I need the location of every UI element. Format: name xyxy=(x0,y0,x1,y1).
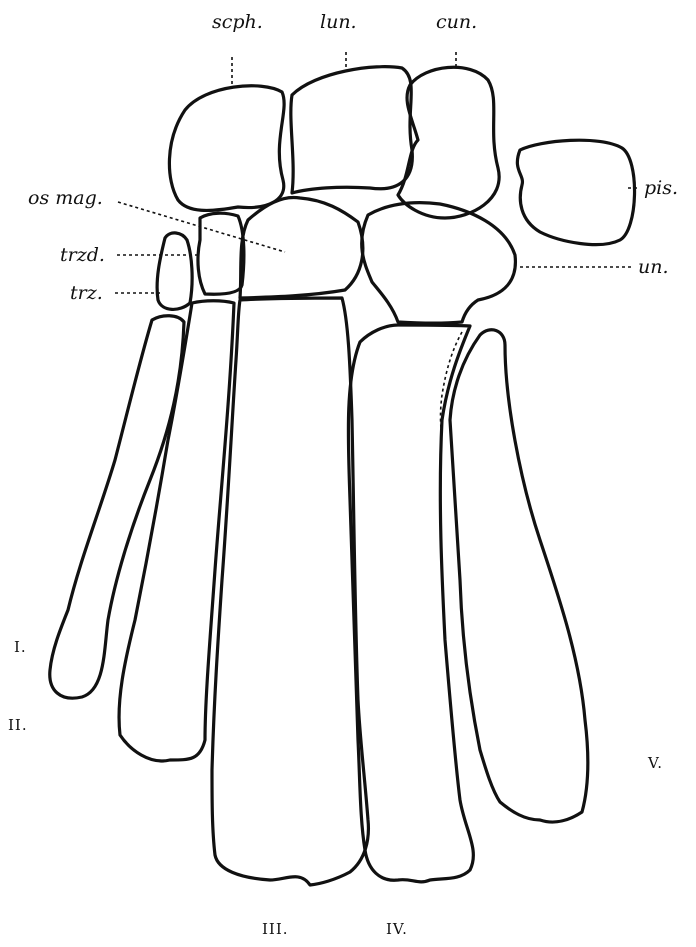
os-magnum-bone xyxy=(240,197,363,298)
scph-label: scph. xyxy=(212,11,263,33)
trapezium-bone xyxy=(157,233,192,310)
scaphoid-bone xyxy=(169,86,284,211)
lun-label: lun. xyxy=(320,11,357,33)
metacarpal-IV-label: IV. xyxy=(386,920,408,938)
metacarpal-V-label: V. xyxy=(647,754,663,772)
cuneiform-bone xyxy=(398,67,499,218)
metacarpal-III xyxy=(212,298,368,885)
un-label: un. xyxy=(638,256,669,278)
unciform-bone xyxy=(362,203,516,324)
cun-label: cun. xyxy=(436,11,477,33)
metacarpal-I-label: I. xyxy=(14,638,27,656)
trzd-label: trzd. xyxy=(60,244,105,266)
trz-label: trz. xyxy=(70,282,103,304)
metacarpal-III-label: III. xyxy=(262,920,289,938)
lunar-bone xyxy=(291,67,412,193)
metacarpal-II-label: II. xyxy=(8,716,28,734)
pisiform-bone xyxy=(517,140,634,244)
metacarpal-V xyxy=(450,330,588,822)
os-mag-label: os mag. xyxy=(28,187,103,209)
metacarpal-I xyxy=(50,316,184,698)
trapezoid-bone xyxy=(198,213,244,294)
pis-label: pis. xyxy=(644,177,678,199)
